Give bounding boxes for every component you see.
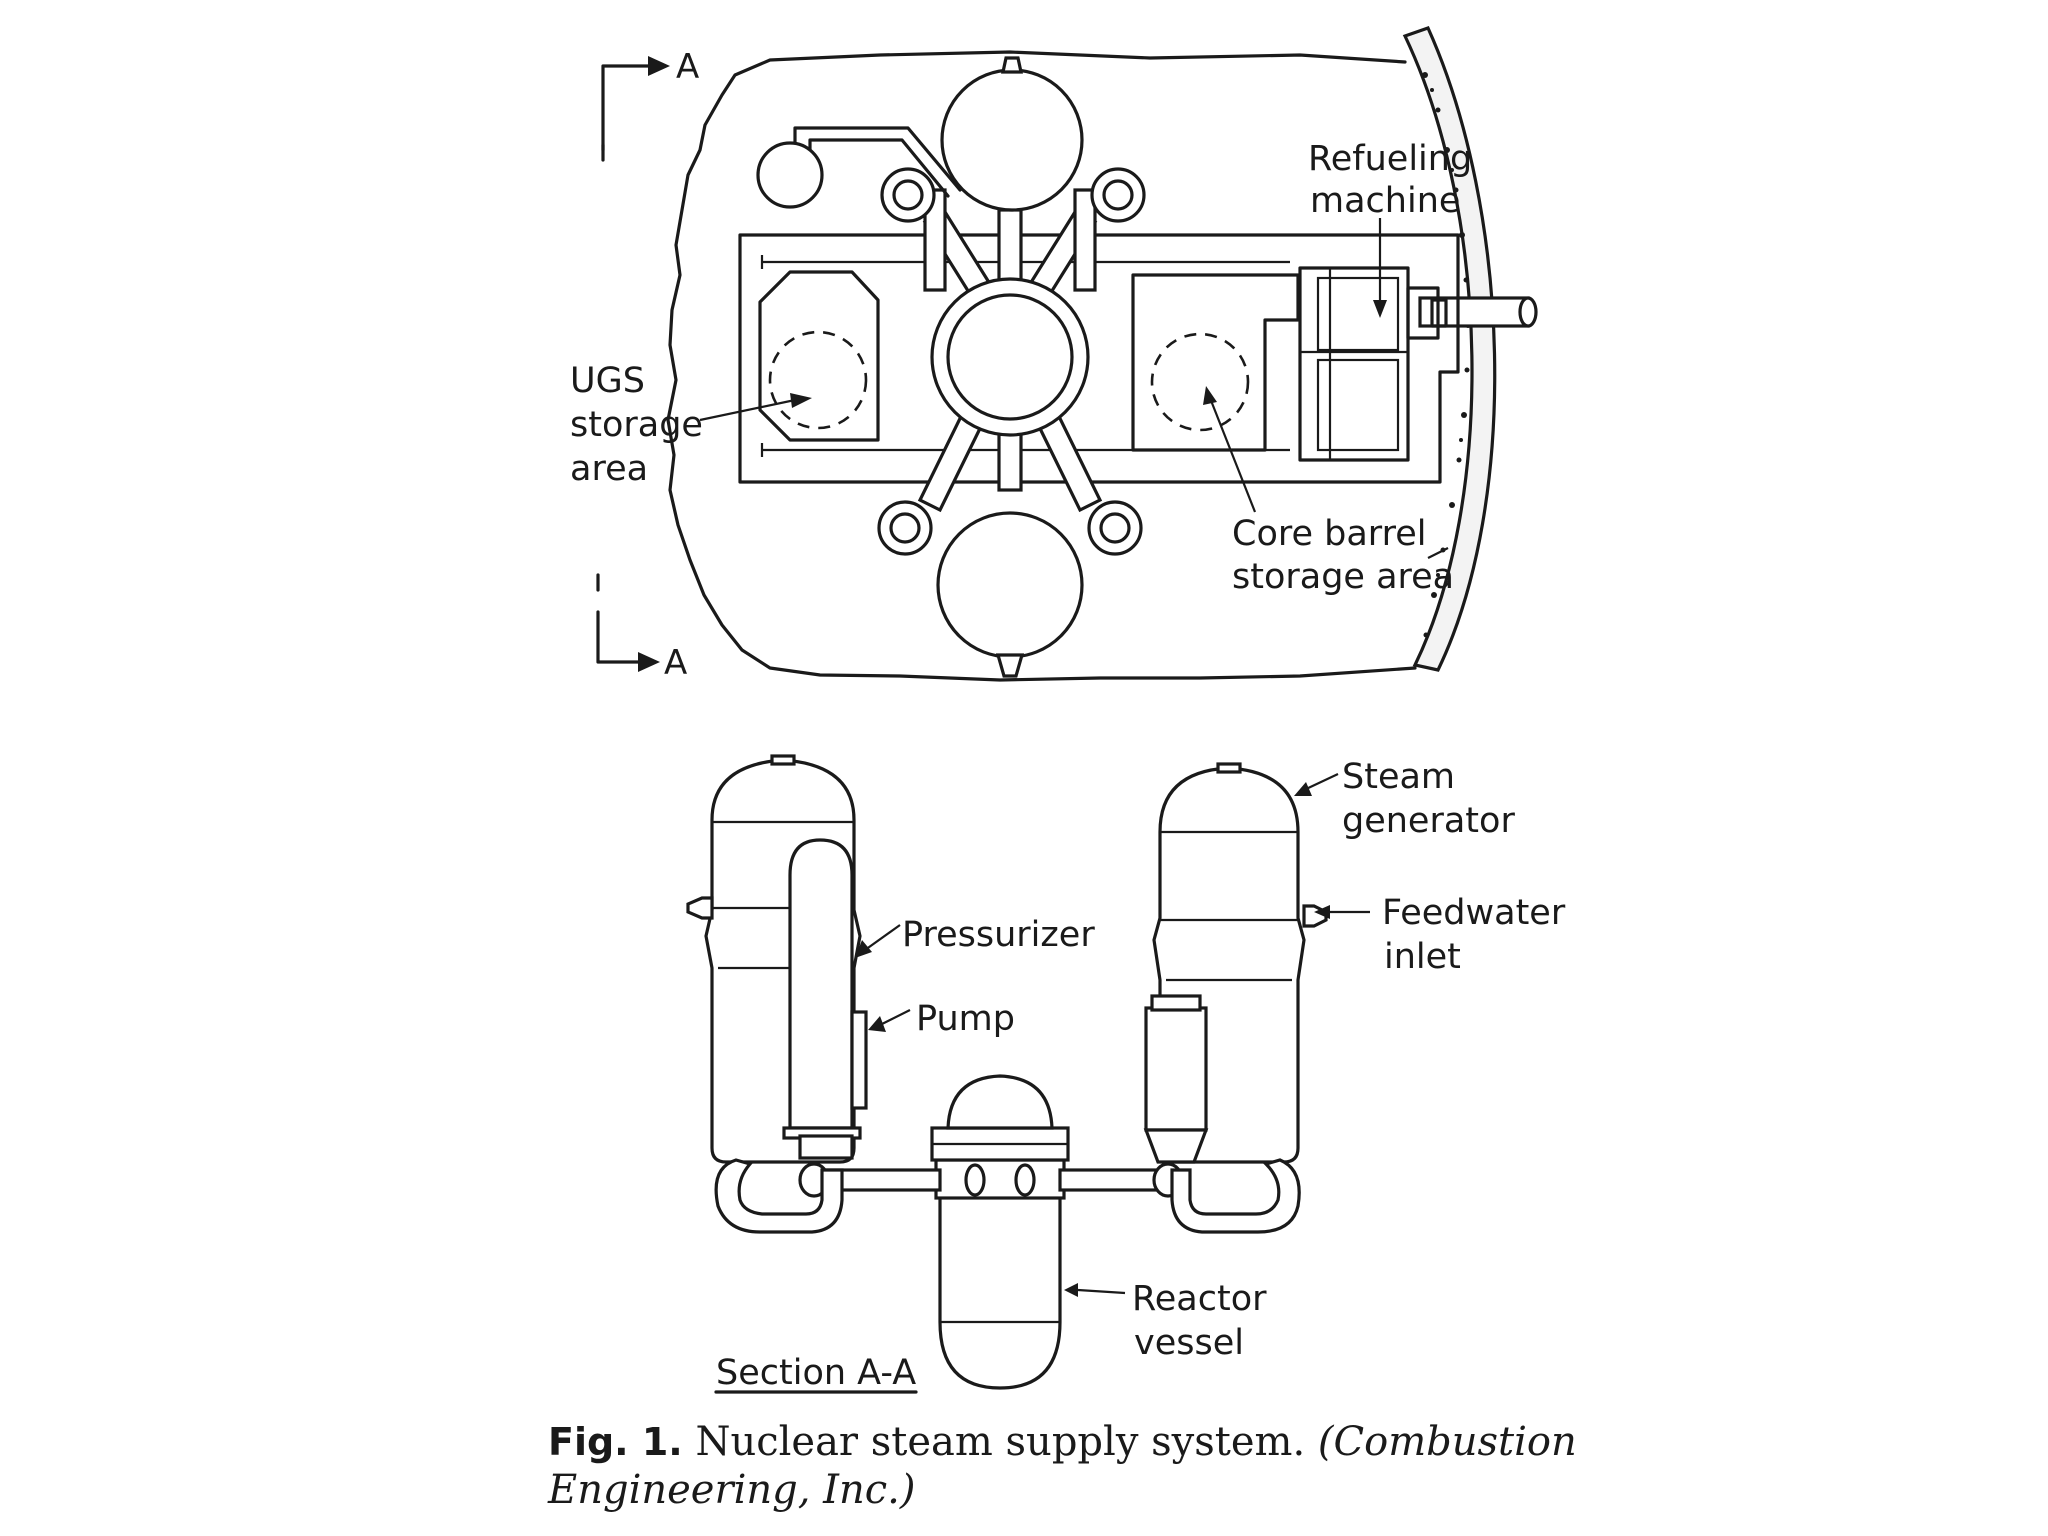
label-steam-line2: generator: [1342, 801, 1515, 841]
label-refueling-line2: machine: [1310, 181, 1460, 221]
plan-pumps: [877, 167, 1146, 556]
label-feedwater-line1: Feedwater: [1382, 893, 1566, 933]
section-marker-top: [601, 56, 670, 162]
label-pump: Pump: [916, 999, 1015, 1039]
plan-steam-generator-top: [940, 56, 1084, 212]
core-barrel-circle: [1150, 332, 1250, 432]
label-feedwater-line2: inlet: [1384, 937, 1461, 977]
refueling-pool: [738, 233, 1460, 484]
plan-steam-generator-bottom: [936, 511, 1084, 678]
plan-reactor-vessel: [930, 277, 1090, 437]
label-ugs-line1: UGS: [570, 361, 645, 401]
plan-boundary: [666, 50, 1417, 682]
section-title: Section A-A: [716, 1353, 916, 1393]
figure-credit: (Combustion Engineering, Inc.): [548, 1419, 1577, 1513]
section-pump-left: [798, 1010, 868, 1160]
section-reactor-vessel: [930, 1074, 1070, 1390]
section-leader-lines: [714, 773, 1370, 1394]
ugs-storage-circle: [768, 330, 868, 430]
core-barrel-storage: [1131, 273, 1300, 452]
containment-wall: [1402, 26, 1497, 672]
label-pressurizer: Pressurizer: [902, 915, 1095, 955]
label-ugs-line2: storage: [570, 405, 703, 445]
plan-leader-lines: [699, 218, 1449, 559]
label-steam-line1: Steam: [1342, 757, 1455, 797]
label-core-line1: Core barrel: [1232, 514, 1426, 554]
label-reactor-line2: vessel: [1134, 1323, 1244, 1363]
figure-label: Fig. 1.: [548, 1420, 683, 1464]
section-pump-right: [1143, 994, 1209, 1164]
section-view: Steam generator Feedwater inlet Pressuri…: [686, 754, 1566, 1394]
figure-caption: Fig. 1. Nuclear steam supply system. (Co…: [548, 1418, 1628, 1514]
section-marker-bottom: [596, 573, 660, 672]
label-reactor-line1: Reactor: [1132, 1279, 1267, 1319]
section-pressurizer: [782, 838, 862, 1140]
section-marker-top-label: A: [676, 47, 699, 87]
section-marker-bottom-label: A: [664, 643, 687, 683]
figure-caption-text: Nuclear steam supply system.: [695, 1419, 1306, 1465]
section-piping: [714, 1158, 1301, 1234]
refueling-machine: [1298, 266, 1448, 462]
plan-view: A A: [570, 26, 1538, 683]
label-core-line2: storage area: [1232, 557, 1454, 597]
ugs-storage-octagon: [758, 270, 880, 442]
label-refueling-line1: Refueling: [1308, 139, 1472, 179]
plan-pressurizer: [756, 141, 824, 209]
label-ugs-line3: area: [570, 449, 648, 489]
